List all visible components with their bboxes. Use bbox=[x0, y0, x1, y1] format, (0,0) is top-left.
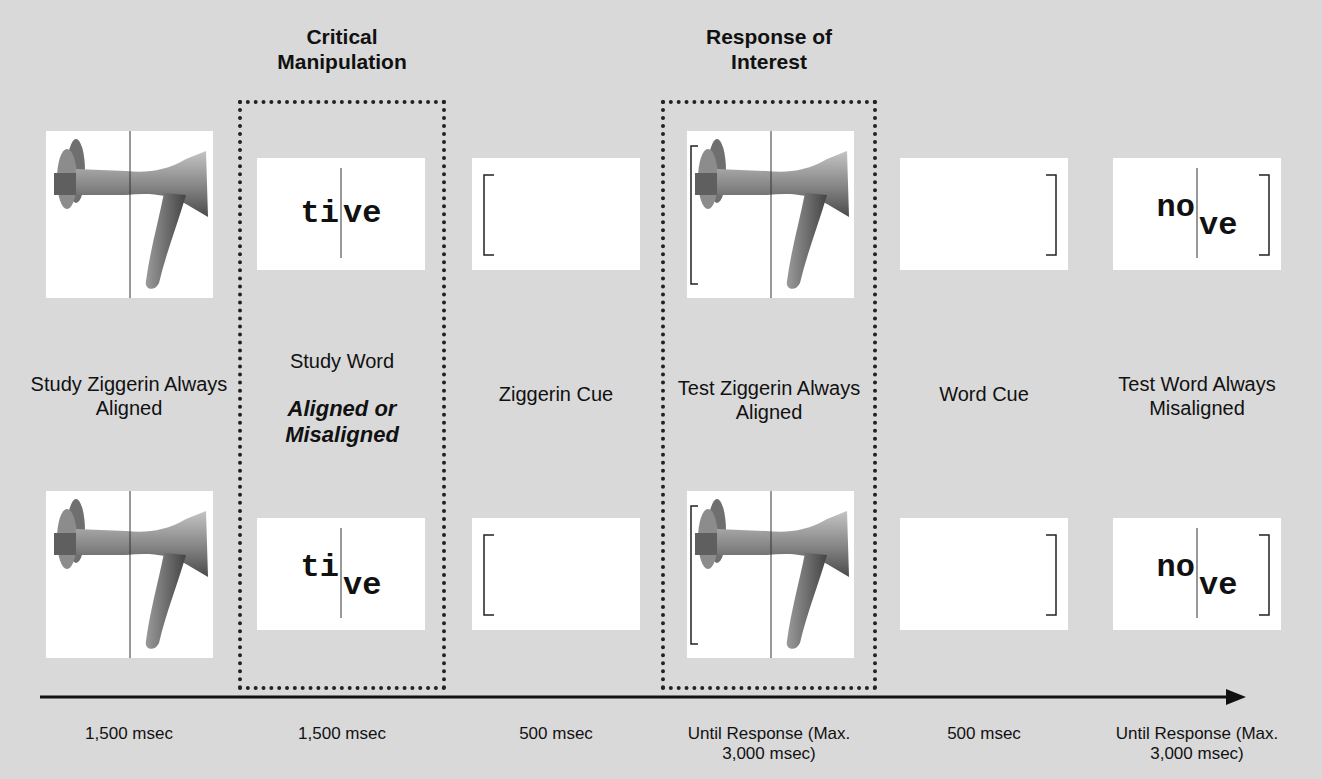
duration-label: 1,500 msec bbox=[242, 724, 442, 744]
duration-label: 500 msec bbox=[884, 724, 1084, 744]
panel-caption: Study Word bbox=[247, 349, 437, 373]
stage-label: Test Word Always Misaligned bbox=[1111, 372, 1283, 420]
word-first-half: ti bbox=[301, 552, 339, 584]
bracket bbox=[484, 535, 494, 615]
word-second-half: ve bbox=[343, 570, 381, 602]
word-first-half: no bbox=[1157, 552, 1195, 584]
ziggerin-image bbox=[46, 131, 213, 298]
stage-label: Study Ziggerin Always Aligned bbox=[29, 372, 229, 420]
ziggerin-image bbox=[46, 491, 213, 658]
duration-label: Until Response (Max. 3,000 msec) bbox=[669, 724, 869, 765]
section-heading: Critical Manipulation bbox=[247, 24, 437, 74]
dotted-frame: Critical ManipulationStudy WordAligned o… bbox=[238, 100, 446, 690]
word-first-half: no bbox=[1157, 192, 1195, 224]
panel-caption: Aligned or Misaligned bbox=[252, 396, 432, 449]
dotted-frame: Response of InterestTest Ziggerin Always… bbox=[661, 100, 877, 690]
word-panel: tive bbox=[257, 518, 425, 630]
stage-label: Word Cue bbox=[884, 382, 1084, 406]
section-heading: Response of Interest bbox=[674, 24, 864, 74]
word-panel: nove bbox=[1113, 158, 1281, 270]
word-panel: nove bbox=[1113, 518, 1281, 630]
word-second-half: ve bbox=[1199, 570, 1237, 602]
duration-label: 500 msec bbox=[456, 724, 656, 744]
duration-label: 1,500 msec bbox=[29, 724, 229, 744]
word-first-half: ti bbox=[301, 198, 339, 230]
time-arrow bbox=[40, 696, 1228, 699]
panel-caption: Test Ziggerin Always Aligned bbox=[669, 376, 869, 424]
word-panel: tive bbox=[257, 158, 425, 270]
word-second-half: ve bbox=[343, 198, 381, 230]
ziggerin-image bbox=[687, 491, 854, 658]
ziggerin-image bbox=[687, 131, 854, 298]
bracket bbox=[484, 175, 494, 255]
duration-label: Until Response (Max. 3,000 msec) bbox=[1097, 724, 1297, 765]
stage-label: Ziggerin Cue bbox=[456, 382, 656, 406]
word-second-half: ve bbox=[1199, 210, 1237, 242]
